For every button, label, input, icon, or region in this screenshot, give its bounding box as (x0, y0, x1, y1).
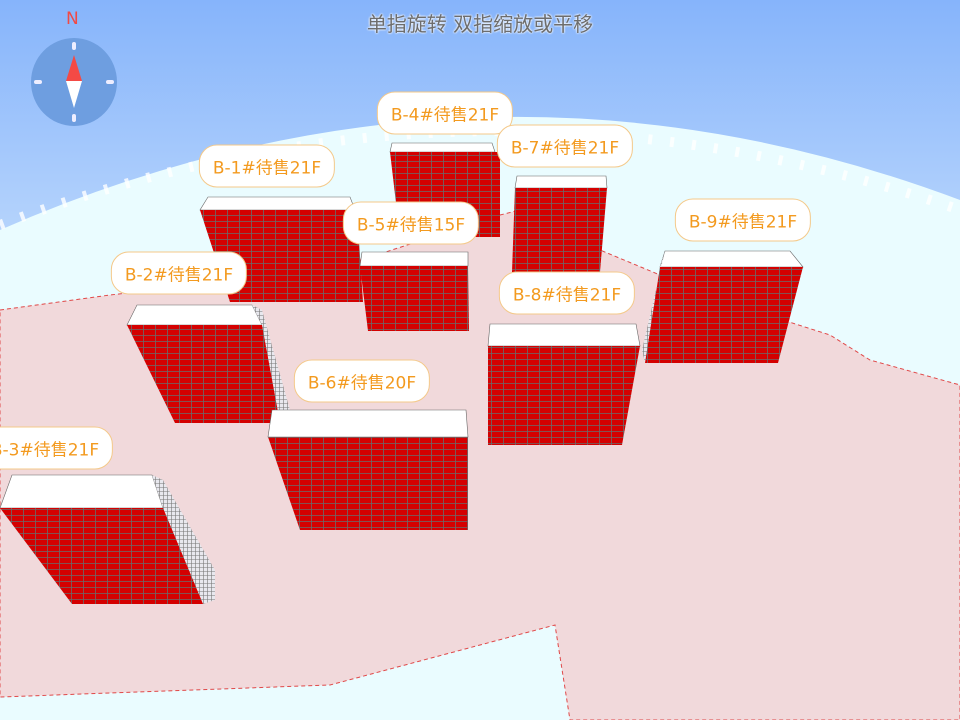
building-label-B-4[interactable]: B-4#待售21F (376, 91, 514, 135)
building-label-B-9[interactable]: B-9#待售21F (674, 198, 812, 242)
building-B-7[interactable] (512, 175, 608, 272)
building-B-3[interactable] (0, 474, 215, 604)
building-B-2[interactable] (126, 304, 290, 423)
building-label-B-8[interactable]: B-8#待售21F (498, 271, 636, 315)
building-label-B-2[interactable]: B-2#待售21F (110, 251, 248, 295)
gesture-hint: 单指旋转 双指缩放或平移 (366, 12, 594, 36)
building-B-5[interactable] (359, 251, 469, 331)
building-label-B-1[interactable]: B-1#待售21F (198, 144, 336, 188)
building-label-B-6[interactable]: B-6#待售20F (293, 359, 431, 403)
building-B-6[interactable] (267, 409, 469, 530)
building-label-B-5[interactable]: B-5#待售15F (342, 201, 480, 245)
building-label-B-7[interactable]: B-7#待售21F (496, 124, 634, 168)
building-B-9[interactable] (642, 250, 804, 363)
compass-icon[interactable] (30, 38, 118, 126)
building-label-B-3[interactable]: B-3#待售21F (0, 426, 114, 470)
building-B-8[interactable] (487, 323, 641, 445)
north-label: N (66, 9, 79, 29)
